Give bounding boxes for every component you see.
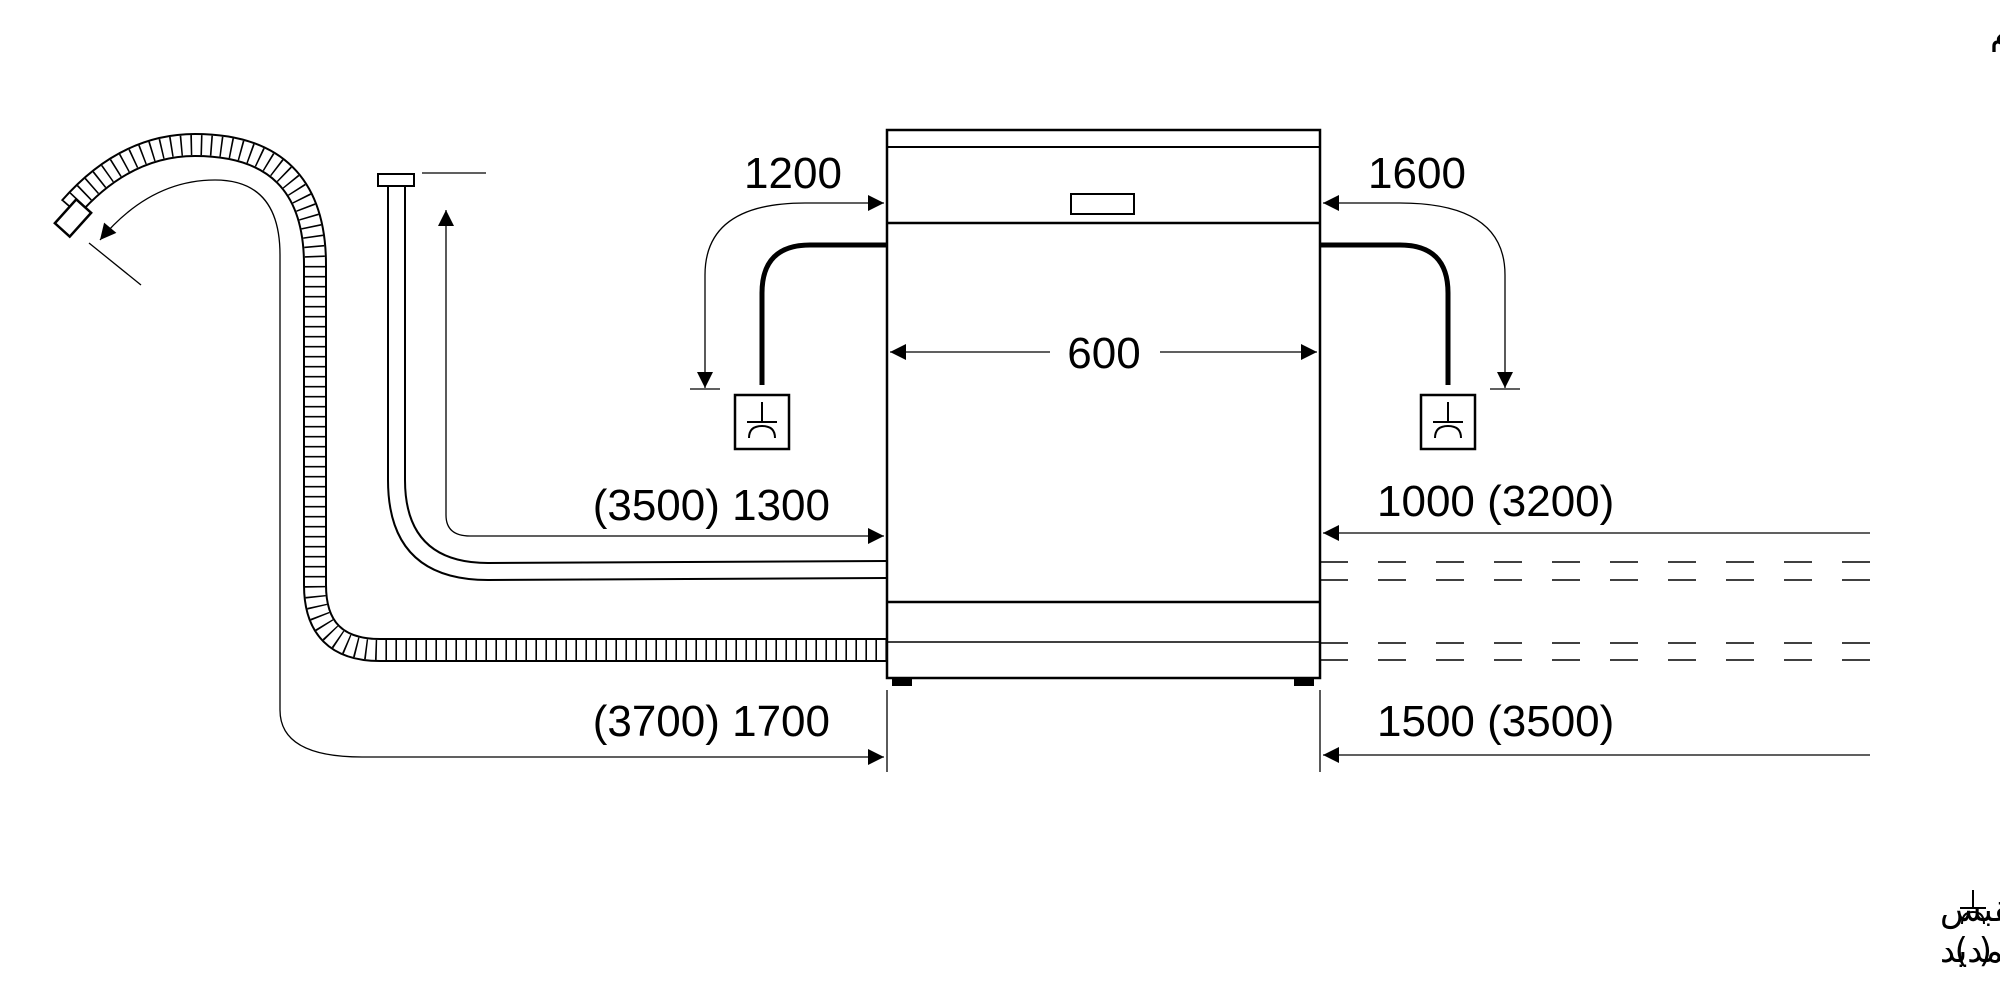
drain-hose-end-cap <box>53 197 93 239</box>
right-hose-paths <box>1320 561 1870 661</box>
drain-dimension-left <box>99 179 888 772</box>
dimension-label-inlet-right: 1000 (3200) <box>1377 477 1614 526</box>
legend-parentheses-symbol: ( ) <box>1955 931 1992 971</box>
units-note: القياسات بالـ مم <box>1990 13 2000 53</box>
drain-hose-end-line <box>88 242 142 286</box>
right-foot <box>1294 678 1314 686</box>
socket-right <box>1419 393 1477 451</box>
drain-hose-ribs <box>62 134 887 660</box>
socket-left <box>733 393 791 451</box>
legend-extension-label: القيم مع عدة التمديد <box>1940 931 2000 971</box>
drain-hose-outline <box>60 132 887 662</box>
power-dimension-left <box>690 195 884 390</box>
dimension-label-drain-left: (3700) 1700 <box>593 697 830 746</box>
legend: المقبس ( ) القيم مع عدة التمديد <box>1940 890 2000 971</box>
dishwasher <box>885 128 1322 686</box>
inlet-dimension-left <box>422 172 884 544</box>
inlet-hose <box>377 173 888 582</box>
dishwasher-body <box>885 128 1322 680</box>
dimension-label-drain-right: 1500 (3500) <box>1377 697 1614 746</box>
drain-hose-fill <box>62 134 887 660</box>
dimension-label-inlet-left: (3500) 1300 <box>593 481 830 530</box>
legend-socket-symbol <box>1960 890 1986 925</box>
dimension-label-top-left: 1200 <box>744 149 842 198</box>
left-foot <box>892 678 912 686</box>
dimension-label-top-right: 1600 <box>1368 149 1466 198</box>
drain-dimension-right <box>1319 690 1870 772</box>
power-dimension-right <box>1323 195 1520 390</box>
inlet-hose-connector <box>377 173 415 187</box>
dimension-label-width: 600 <box>1067 329 1140 378</box>
power-cable-right <box>1320 242 1451 385</box>
power-cable-left <box>759 242 887 385</box>
legend-socket-label: المقبس <box>1940 890 2000 930</box>
display-panel <box>1070 193 1135 215</box>
